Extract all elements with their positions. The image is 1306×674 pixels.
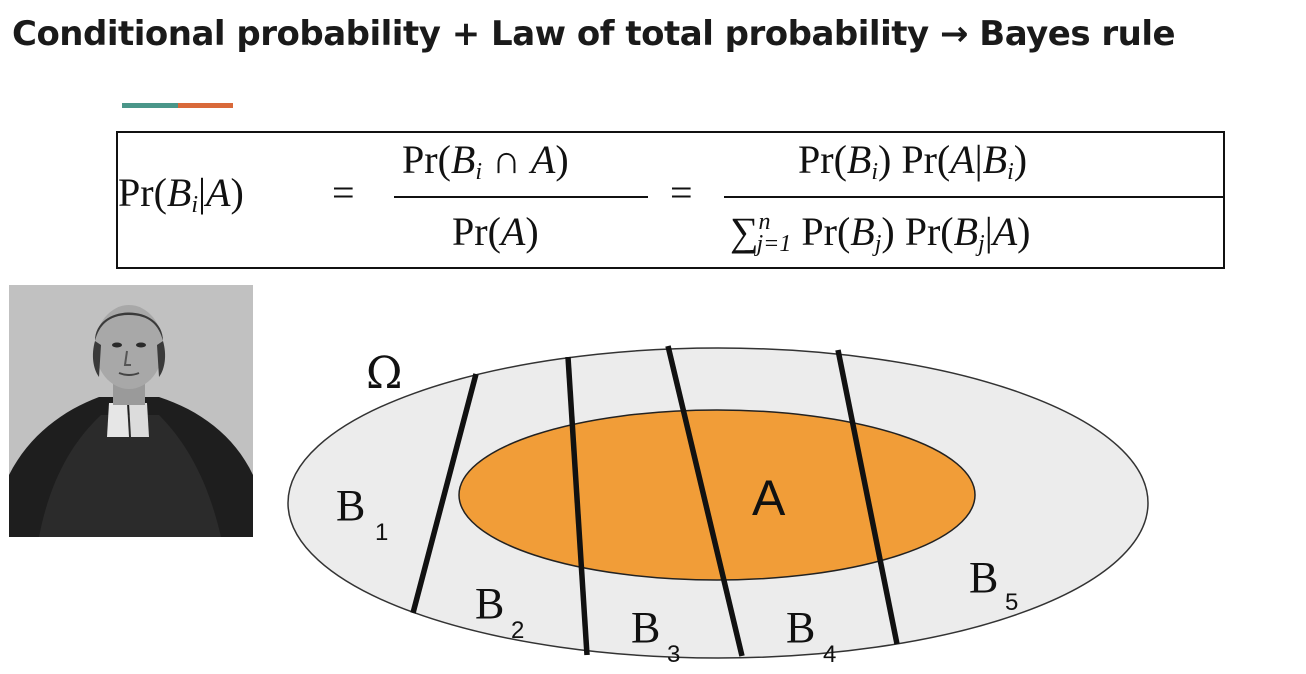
equals-sign-1: = — [332, 170, 355, 215]
partition-label-b3: B 3 — [631, 603, 680, 668]
equals-sign-2: = — [670, 170, 693, 215]
frac1-denominator: Pr(A) — [452, 209, 539, 254]
svg-text:1: 1 — [375, 519, 388, 546]
frac2-denominator: ∑nj=1 Pr(Bj) Pr(Bj|A) — [730, 209, 1031, 257]
slide-title: Conditional probability + Law of total p… — [12, 14, 1176, 54]
event-a-label: A — [752, 470, 786, 526]
partition-lines — [410, 345, 900, 657]
svg-text:B: B — [786, 603, 815, 652]
frac1-numerator: Pr(Bi ∩ A) — [402, 137, 569, 185]
svg-text:B: B — [336, 481, 365, 530]
omega-label: Ω — [366, 348, 402, 399]
accent-bar-orange — [178, 103, 233, 108]
svg-text:4: 4 — [823, 641, 836, 668]
svg-text:3: 3 — [667, 641, 680, 668]
svg-text:B: B — [969, 553, 998, 602]
svg-text:2: 2 — [511, 617, 524, 644]
partition-label-b1: B 1 — [336, 481, 388, 546]
partition-line-1 — [410, 373, 479, 614]
partition-line-2 — [565, 356, 590, 656]
event-a-region — [458, 409, 976, 581]
frac2-numerator: Pr(Bi) Pr(A|Bi) — [798, 137, 1028, 185]
frac1-bar — [394, 196, 648, 198]
bayes-portrait — [9, 285, 253, 537]
svg-text:B: B — [475, 579, 504, 628]
partition-line-3 — [665, 345, 745, 657]
accent-bar-teal — [122, 103, 178, 108]
partition-label-b5: B 5 — [969, 553, 1018, 616]
frac2-bar — [724, 196, 1224, 198]
partition-label-b2: B 2 — [475, 579, 524, 644]
svg-text:B: B — [631, 603, 660, 652]
formula-lhs: Pr(Bi|A) — [118, 170, 244, 218]
svg-text:5: 5 — [1005, 589, 1018, 616]
bayes-formula-box: Pr(Bi|A) = Pr(Bi ∩ A) Pr(A) = Pr(Bi) Pr(… — [116, 131, 1225, 269]
partition-line-4 — [835, 349, 900, 645]
partition-label-b4: B 4 — [786, 603, 836, 668]
